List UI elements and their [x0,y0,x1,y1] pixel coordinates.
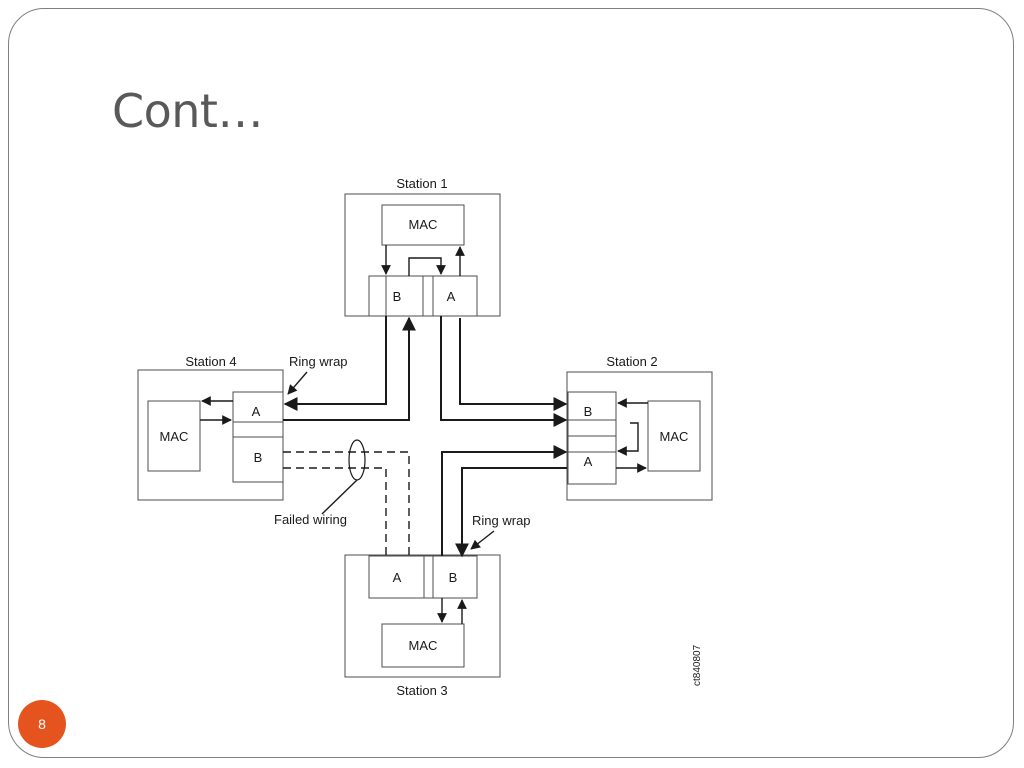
page-number: 8 [38,716,46,732]
station-3-mac [381,623,465,668]
station-4-port-a: A [252,404,261,419]
station-4-mac-label: MAC [160,429,189,444]
station-2-port-block [567,391,617,485]
station-3-port-block [368,555,478,599]
station-4-label: Station 4 [185,354,236,369]
station-1-label: Station 1 [396,176,447,191]
station-2-mac-label: MAC [660,429,689,444]
station-3-mac-label: MAC [409,638,438,653]
station-2-port-a: A [584,454,593,469]
station-1-port-b: B [393,289,402,304]
slide-title: Cont… [112,84,263,138]
station-2-mac [647,400,701,472]
station-3-port-b: B [449,570,458,585]
ring-wrap-label-bottom: Ring wrap [472,513,531,528]
station-4-internal-links [200,396,233,425]
ring-wrap-arrow-left [287,371,308,395]
station-4: Station 4 MAC A B [137,354,284,501]
page-number-badge: 8 [18,700,66,748]
figure-id: ct840807 [692,644,703,686]
failed-wiring [283,439,410,556]
ring-wiring [283,316,568,558]
station-4-mac [147,400,201,472]
slide-frame [8,8,1014,758]
station-1-mac-label: MAC [409,217,438,232]
station-1-mac-links [381,245,465,276]
station-2-internal-links [616,398,648,473]
ring-wrap-label-left: Ring wrap [289,354,348,369]
station-1-mac [381,204,465,246]
station-1-port-a: A [447,289,456,304]
station-2: Station 2 B A MAC [566,354,713,501]
station-4-port-b: B [254,450,263,465]
station-2-port-b: B [584,404,593,419]
ring-wrap-arrow-bottom [470,530,495,550]
station-3: Station 3 A B MAC [344,554,501,698]
station-3-internal-links [437,598,467,624]
failed-wiring-label: Failed wiring [274,512,347,527]
station-1: Station 1 MAC B A [344,176,501,317]
station-2-label: Station 2 [606,354,657,369]
station-3-label: Station 3 [396,683,447,698]
station-3-port-a: A [393,570,402,585]
